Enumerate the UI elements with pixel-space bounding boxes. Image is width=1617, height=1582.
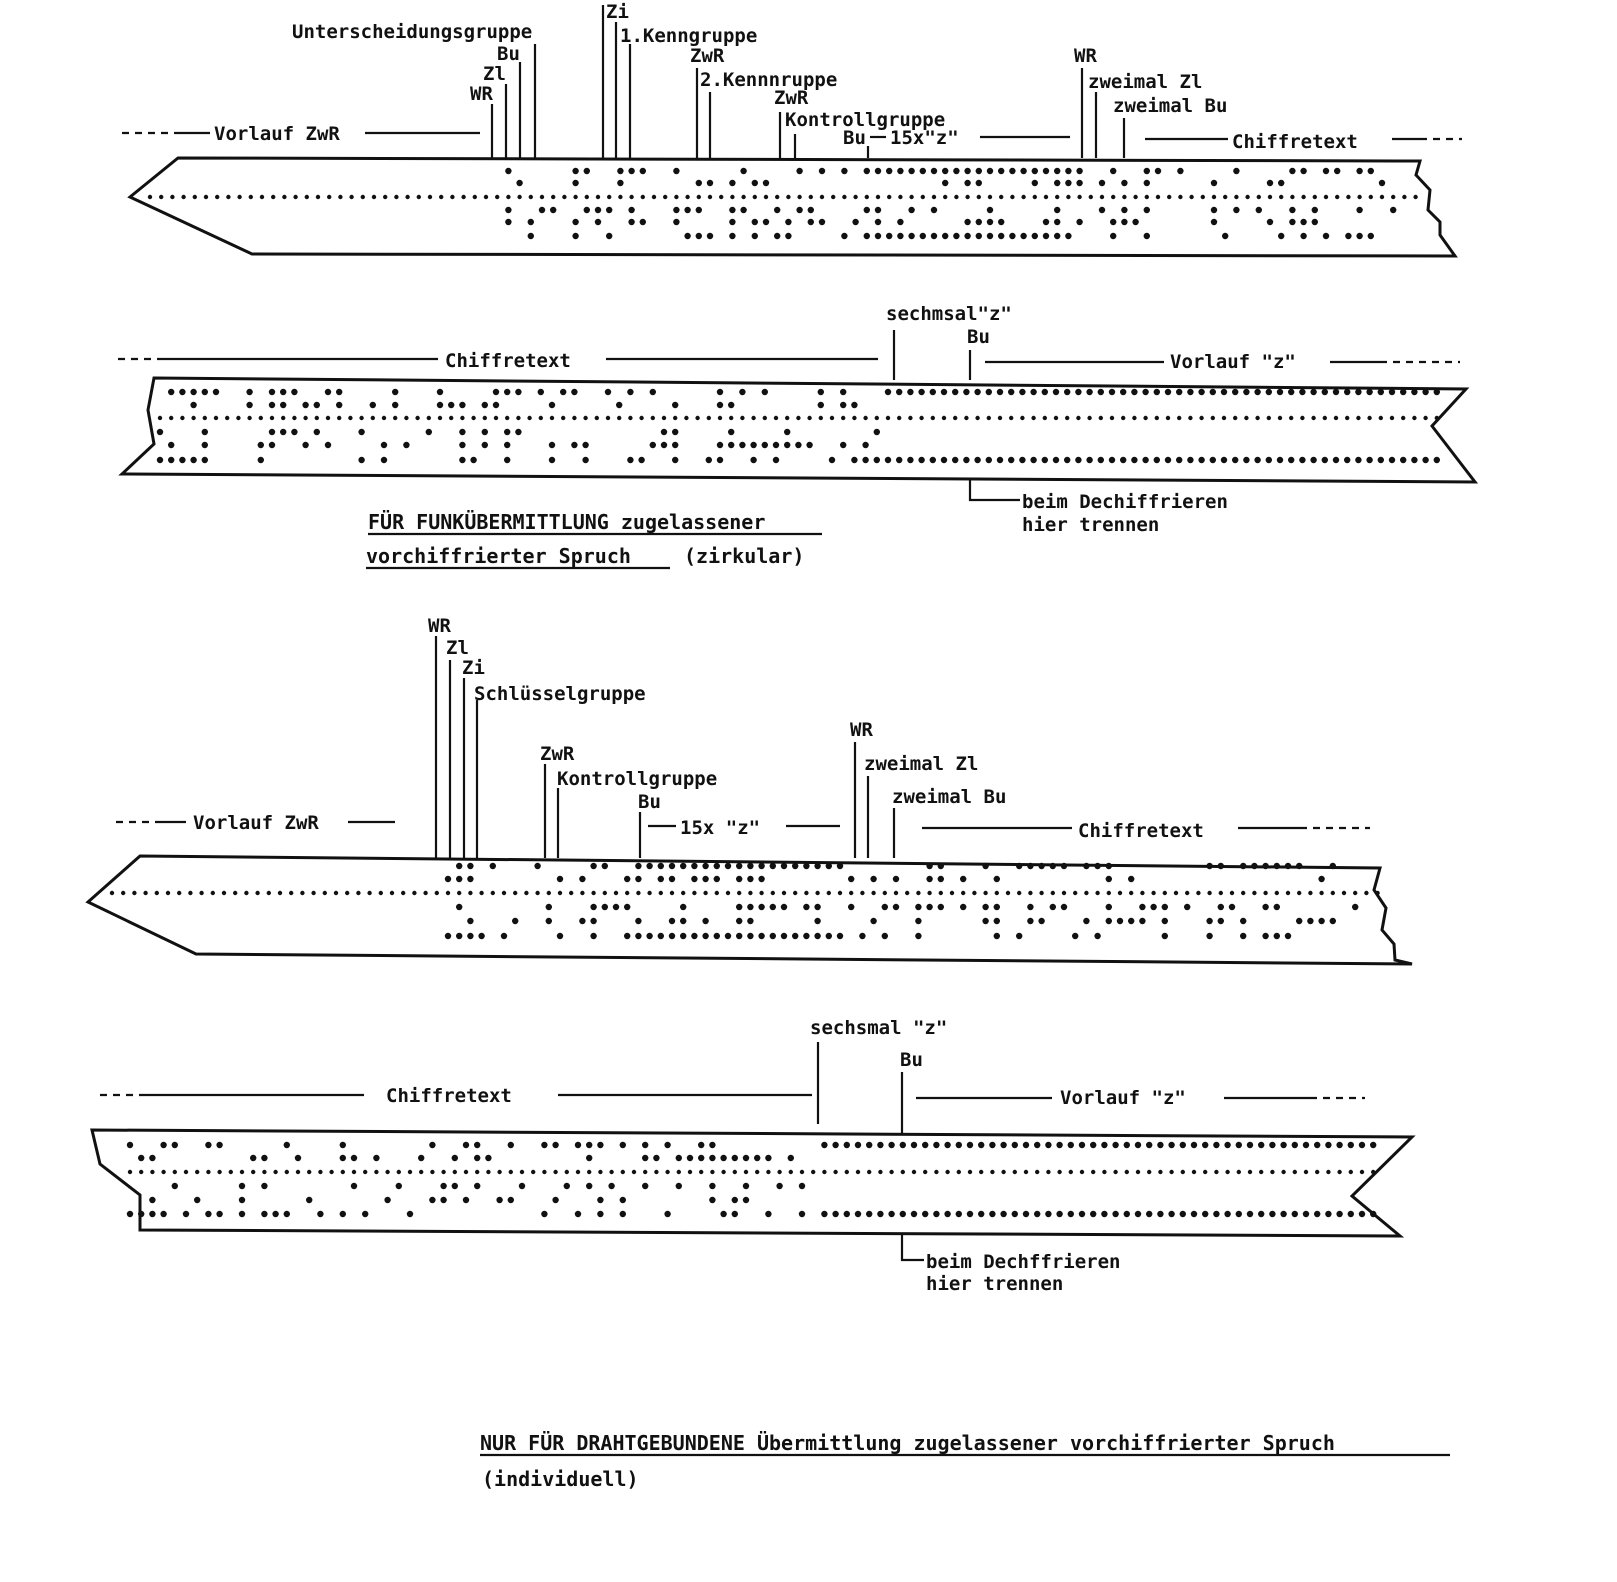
caption-1: NUR FÜR DRAHTGEBUNDENE Übermittlung zuge… xyxy=(480,1431,1335,1455)
tape-holes-3 xyxy=(109,862,1380,940)
label-vorlauf-z: Vorlauf "z" xyxy=(1060,1087,1186,1109)
tape-holes-2 xyxy=(156,388,1441,464)
label-trennen-1: beim Dechffrieren xyxy=(926,1251,1120,1273)
label-vorlauf-z: Vorlauf "z" xyxy=(1170,351,1296,373)
label-kontrollgruppe: Kontrollgruppe xyxy=(785,109,945,131)
label-wr-a: WR xyxy=(428,615,451,637)
diagram-4-tape-wire-end: sechsmal "z" Bu Chiffretext Vorlauf "z" … xyxy=(90,1017,1450,1491)
label-wr-b: WR xyxy=(1074,45,1097,67)
marker-trennen xyxy=(968,480,1020,502)
label-zi-a: Zi xyxy=(462,657,485,679)
label-zweimal-bu: zweimal Bu xyxy=(892,786,1006,808)
label-kenngruppe-1: 1.Kenngruppe xyxy=(620,25,757,47)
label-schluesselgruppe: Schlüsselgruppe xyxy=(474,683,646,705)
label-chiffretext: Chiffretext xyxy=(445,350,571,372)
label-15x-z: 15x"z" xyxy=(890,127,959,149)
diagram-2-tape-radio-end: sechmsal"z" Bu Chiffretext Vorlauf "z" b… xyxy=(118,303,1479,570)
label-sechsmal-z: sechsmal "z" xyxy=(810,1017,947,1039)
caption-1: FÜR FUNKÜBERMITTLUNG zugelassener xyxy=(368,510,765,534)
label-kenngruppe-2: 2.Kennnruppe xyxy=(700,69,837,91)
label-wr-b: WR xyxy=(850,719,873,741)
label-vorlauf-zwr: Vorlauf ZwR xyxy=(193,812,319,834)
label-zwr-b: ZwR xyxy=(774,87,809,109)
tape-holes-4 xyxy=(126,1141,1377,1218)
label-chiffretext: Chiffretext xyxy=(386,1085,512,1107)
label-chiffretext: Chiffretext xyxy=(1232,131,1358,153)
label-bu: Bu xyxy=(967,326,990,348)
label-zweimal-zl: zweimal Zl xyxy=(1088,71,1202,93)
label-bu-a: Bu xyxy=(497,43,520,65)
label-unterscheidungsgruppe: Unterscheidungsgruppe xyxy=(292,21,532,43)
marker-trennen xyxy=(900,1232,924,1262)
label-zl-a: Zl xyxy=(483,63,506,85)
label-zwr-a: ZwR xyxy=(690,45,725,67)
label-15x-z: 15x "z" xyxy=(680,817,760,839)
label-zweimal-zl: zweimal Zl xyxy=(864,753,978,775)
label-zweimal-bu: zweimal Bu xyxy=(1113,95,1227,117)
label-bu-a: Bu xyxy=(638,791,661,813)
label-trennen-1: beim Dechiffrieren xyxy=(1022,491,1228,513)
marker-lines-1 xyxy=(490,5,1126,158)
label-vorlauf-zwr: Vorlauf ZwR xyxy=(214,123,340,145)
caption-3: (zirkular) xyxy=(684,544,804,568)
tape-strip-2 xyxy=(118,376,1479,484)
caption-2: vorchiffrierter Spruch xyxy=(366,544,631,568)
tape-strip-1 xyxy=(127,156,1458,258)
caption-2: (individuell) xyxy=(482,1467,639,1491)
label-bu: Bu xyxy=(900,1049,923,1071)
label-trennen-2: hier trennen xyxy=(926,1273,1063,1295)
label-wr-a: WR xyxy=(470,83,493,105)
label-sechsmal-z: sechmsal"z" xyxy=(886,303,1012,325)
tape-holes-1 xyxy=(147,167,1418,240)
label-zl-a: Zl xyxy=(446,637,469,659)
label-zwr: ZwR xyxy=(540,743,575,765)
label-bu-b: Bu xyxy=(843,127,866,149)
label-zi-top: Zi xyxy=(606,1,629,23)
label-chiffretext: Chiffretext xyxy=(1078,820,1204,842)
diagram-1-tape-radio: Unterscheidungsgruppe Zi 1.Kenngruppe Bu… xyxy=(122,1,1462,258)
marker-lines-3 xyxy=(434,636,896,858)
label-trennen-2: hier trennen xyxy=(1022,514,1159,536)
label-kontrollgruppe: Kontrollgruppe xyxy=(557,768,717,790)
diagram-3-tape-wire: WR Zl Zi Schlüsselgruppe ZwR Kontrollgru… xyxy=(85,615,1413,966)
